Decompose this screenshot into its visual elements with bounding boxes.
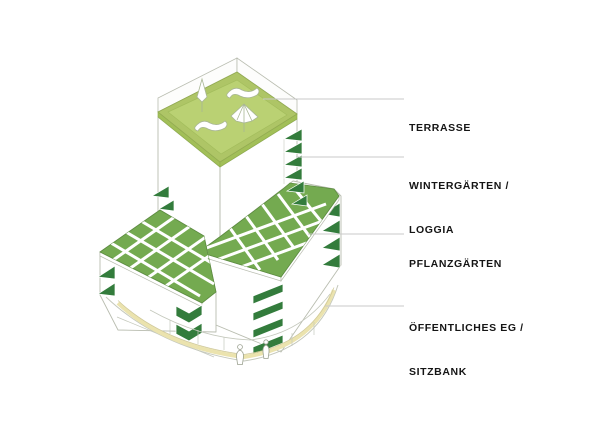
lounger-icon (194, 120, 228, 132)
right-wing (198, 180, 342, 356)
label-wintergarten-line2: LOGGIA (409, 223, 455, 236)
left-wing (96, 209, 217, 358)
planting-roof-right (198, 182, 340, 283)
terrace-parapet (157, 57, 298, 115)
front-balconies (252, 283, 284, 356)
facade-joints (169, 320, 315, 350)
roof-terrace (157, 57, 298, 168)
label-terrasse: TERRASSE (409, 92, 471, 150)
label-wintergarten-line1: WINTERGÄRTEN / (409, 180, 509, 192)
label-pflanzgarten: PFLANZGÄRTEN (409, 228, 502, 286)
label-eg-line1: ÖFFENTLICHES EG / (409, 322, 524, 334)
chevron-balconies (175, 304, 203, 342)
podium-base (105, 284, 339, 362)
wintergarten-balconies (282, 128, 303, 181)
label-terrasse-text: TERRASSE (409, 122, 471, 134)
person-icon (262, 339, 270, 359)
label-pflanzgarten-text: PFLANZGÄRTEN (409, 258, 502, 270)
label-eg-line2: SITZBANK (409, 365, 467, 378)
person-icon (236, 344, 244, 365)
leader-lines (263, 98, 404, 307)
tree-icon (196, 77, 208, 112)
label-wintergarten-loggia: WINTERGÄRTEN / LOGGIA (409, 150, 509, 252)
tower-step-balconies (150, 185, 175, 212)
lounger-icon (226, 87, 260, 99)
planting-roof-left (99, 209, 217, 308)
parasol-icon (230, 103, 259, 132)
label-oeffentliches-eg: ÖFFENTLICHES EG / SITZBANK (409, 292, 524, 394)
roof-notch-balconies (285, 180, 308, 207)
west-corner-balconies (96, 265, 116, 297)
